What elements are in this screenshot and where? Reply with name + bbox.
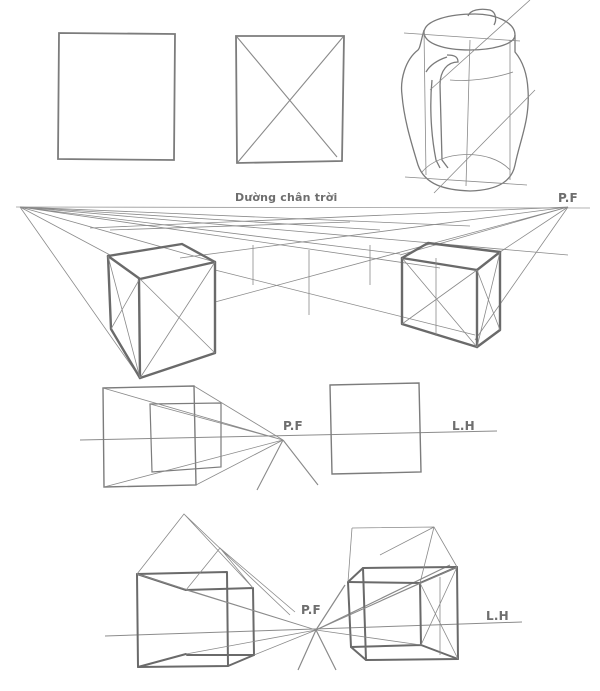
horizon-label-a: L.H xyxy=(452,419,475,433)
two-point-perspective xyxy=(15,206,591,380)
right-cube xyxy=(400,241,502,349)
horizon-line xyxy=(79,430,498,441)
vanishing-point-label-b: P.F xyxy=(301,603,321,617)
horizon-label-b: L.H xyxy=(486,609,509,623)
horizon-label: Dường chân trời xyxy=(235,191,338,204)
plain-square xyxy=(57,32,176,161)
vanishing-point-label-a: P.F xyxy=(283,419,303,433)
horizon-line xyxy=(15,206,591,209)
right-box xyxy=(315,526,459,661)
jug-drawing xyxy=(400,0,536,194)
one-point-perspective-b xyxy=(104,513,523,671)
vanishing-point-label: P.F xyxy=(558,191,578,205)
left-cube xyxy=(106,242,217,380)
left-open-box xyxy=(136,513,317,668)
flat-square xyxy=(329,382,422,475)
square-with-diagonals xyxy=(235,35,345,164)
one-point-perspective-a xyxy=(79,382,498,491)
